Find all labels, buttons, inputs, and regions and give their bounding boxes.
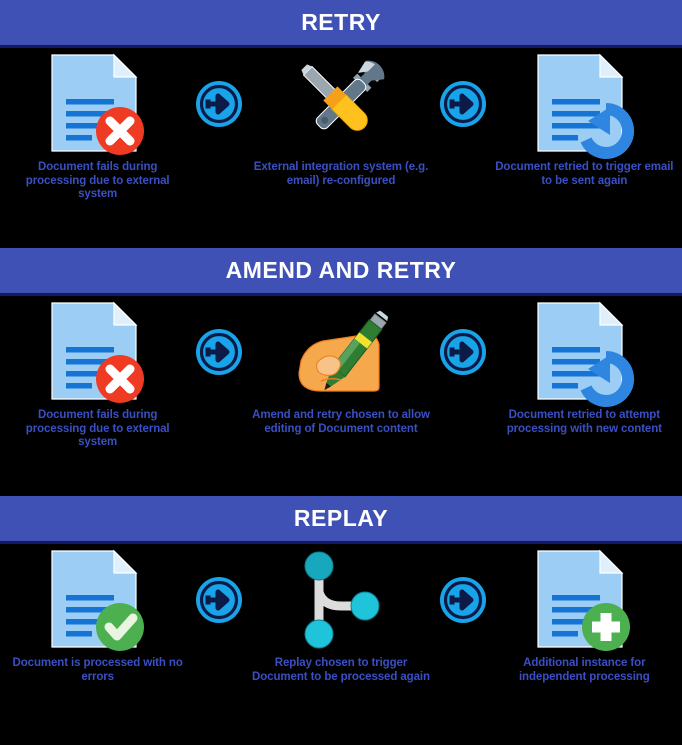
- section-header-amend-and-retry: AMEND AND RETRY: [0, 248, 682, 296]
- section-replay: REPLAY Document is processed: [0, 496, 682, 741]
- step-caption: Document fails during processing due to …: [25, 161, 170, 200]
- step-document-retried: Document retried to trigger email to be …: [491, 48, 678, 188]
- document-retry-icon: [530, 48, 638, 160]
- step-arrow-1: [191, 544, 247, 657]
- section-title: AMEND AND RETRY: [225, 257, 457, 283]
- arrow-right-circle-icon: [194, 48, 244, 160]
- step-amend-retry: Amend and retry chosen to allow editing …: [247, 296, 434, 436]
- document-add-icon: [530, 544, 638, 656]
- step-caption: Document retried to trigger email to be …: [495, 161, 674, 187]
- step-document-fails: Document fails during processing due to …: [4, 48, 191, 202]
- branch-replay-icon: [291, 544, 391, 656]
- step-document-fails: Document fails during processing due to …: [4, 296, 191, 450]
- steps-row-replay: Document is processed with no errors: [0, 544, 682, 741]
- step-caption: Amend and retry chosen to allow editing …: [252, 409, 430, 435]
- steps-row-retry: Document fails during processing due to …: [0, 48, 682, 248]
- wrench-screwdriver-icon: [287, 48, 395, 160]
- step-replay-chosen: Replay chosen to trigger Document to be …: [247, 544, 434, 684]
- arrow-right-circle-icon: [438, 544, 488, 656]
- step-caption: Document retried to attempt processing w…: [506, 409, 662, 435]
- step-arrow-1: [191, 48, 247, 161]
- step-arrow-2: [435, 296, 491, 409]
- step-caption: Additional instance for independent proc…: [518, 657, 650, 683]
- document-success-icon: [44, 544, 152, 656]
- step-caption: Document is processed with no errors: [12, 657, 183, 683]
- step-document-processed: Document is processed with no errors: [4, 544, 191, 684]
- section-title: REPLAY: [293, 505, 389, 531]
- step-caption: Document fails during processing due to …: [25, 409, 170, 448]
- document-error-icon: [44, 296, 152, 408]
- step-arrow-2: [435, 48, 491, 161]
- section-header-retry: RETRY: [0, 0, 682, 48]
- steps-row-amend-and-retry: Document fails during processing due to …: [0, 296, 682, 496]
- step-document-retried: Document retried to attempt processing w…: [491, 296, 678, 436]
- step-external-system: External integration system (e.g. email)…: [247, 48, 434, 188]
- section-title: RETRY: [301, 9, 381, 35]
- section-amend-and-retry: AMEND AND RETRY Document fail: [0, 248, 682, 496]
- step-caption: External integration system (e.g. email)…: [253, 161, 429, 187]
- step-additional-instance: Additional instance for independent proc…: [491, 544, 678, 684]
- section-retry: RETRY Document fails d: [0, 0, 682, 248]
- step-caption: Replay chosen to trigger Document to be …: [252, 657, 430, 683]
- hand-writing-pen-icon: [287, 296, 395, 408]
- section-header-replay: REPLAY: [0, 496, 682, 544]
- arrow-right-circle-icon: [194, 296, 244, 408]
- step-arrow-2: [435, 544, 491, 657]
- arrow-right-circle-icon: [438, 48, 488, 160]
- step-arrow-1: [191, 296, 247, 409]
- arrow-right-circle-icon: [438, 296, 488, 408]
- arrow-right-circle-icon: [194, 544, 244, 656]
- document-retry-icon: [530, 296, 638, 408]
- document-error-icon: [44, 48, 152, 160]
